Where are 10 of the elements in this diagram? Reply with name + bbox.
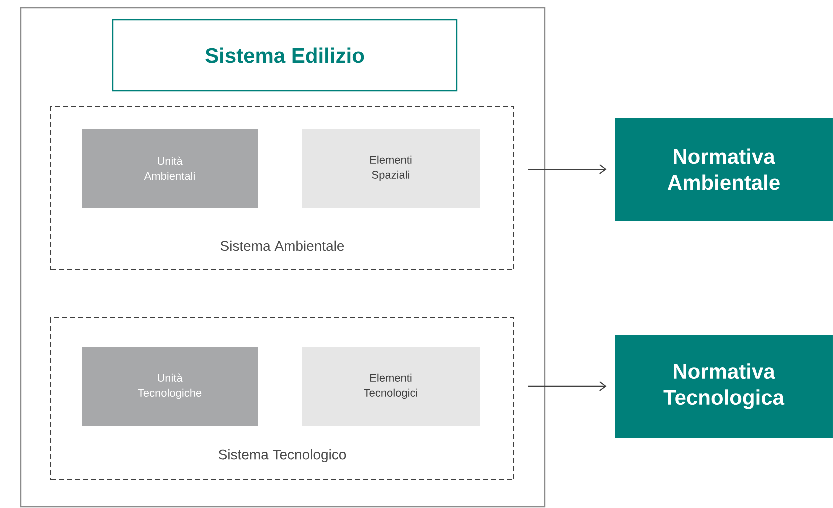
norm-box: Normativa Ambientale bbox=[615, 118, 833, 221]
process-box: Unità Tecnologiche bbox=[82, 346, 258, 426]
process-box: Elementi Spaziali bbox=[302, 129, 480, 208]
arrow bbox=[528, 164, 607, 174]
process-box: Elementi Tecnologici bbox=[302, 346, 480, 426]
arrow bbox=[528, 382, 607, 392]
norm-box: Normativa Tecnologica bbox=[615, 334, 833, 438]
frame-box bbox=[20, 7, 546, 508]
process-box: Unità Ambientali bbox=[82, 129, 258, 208]
title-box: Sistema Edilizio bbox=[112, 19, 458, 92]
